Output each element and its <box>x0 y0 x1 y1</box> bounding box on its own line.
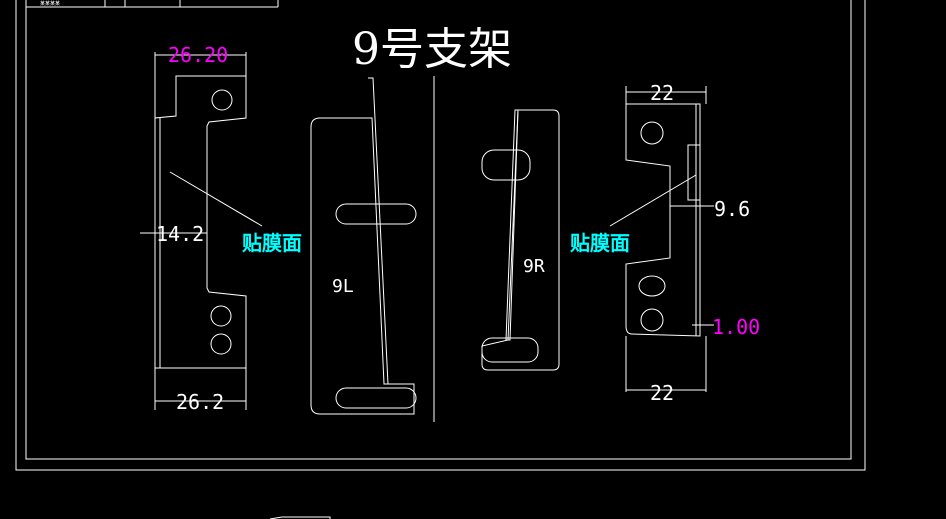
right-dim-thickness: 1.00 <box>712 315 760 339</box>
left-dim-top: 26.20 <box>168 43 228 67</box>
inner-border <box>25 0 852 460</box>
slot-9l-upper <box>335 203 417 225</box>
slot-9l-lower <box>335 387 417 409</box>
right-dimension-lines <box>609 86 714 392</box>
left-film-label: 贴膜面 <box>242 231 302 255</box>
title-block-fragment <box>26 0 279 8</box>
mounting-hole-lower-1 <box>210 305 232 327</box>
title-block-text: 某某某某 <box>40 1 60 7</box>
right-dim-top: 22 <box>650 81 674 105</box>
left-dimension-lines <box>140 52 263 410</box>
bracket-9r-mark: 9R <box>523 256 545 277</box>
right-film-label: 贴膜面 <box>570 231 630 255</box>
left-dim-middle: 14.2 <box>156 222 204 246</box>
bottom-fragment <box>269 516 331 519</box>
outer-border <box>15 0 866 471</box>
slot-9r-upper <box>481 149 531 181</box>
slot-9r-lower <box>481 337 539 363</box>
left-dim-bottom: 26.2 <box>176 390 224 414</box>
right-hole-top <box>640 121 664 145</box>
right-hole-slot <box>638 275 666 297</box>
bracket-9r-outline[interactable] <box>481 109 560 371</box>
right-dim-side: 9.6 <box>714 197 750 221</box>
right-hole-bottom <box>640 308 664 332</box>
bracket-9l-mark: 9L <box>332 276 354 297</box>
mounting-hole-lower-2 <box>210 333 232 355</box>
mounting-hole-top <box>211 89 233 111</box>
bracket-9l-outline[interactable] <box>310 77 417 415</box>
drawing-frame <box>15 0 866 471</box>
drawing-title: 9号支架 <box>352 24 512 75</box>
right-bracket-outline[interactable] <box>625 103 701 337</box>
right-dim-bottom: 22 <box>650 381 674 405</box>
